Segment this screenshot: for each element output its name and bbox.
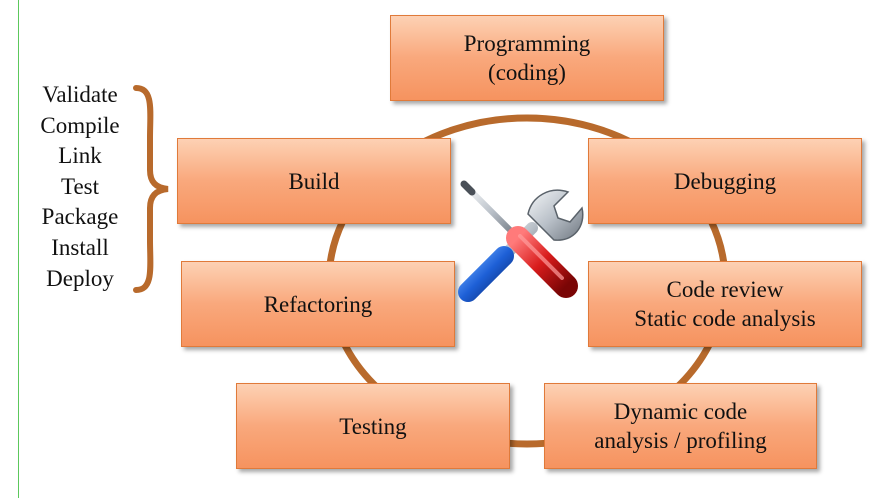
build-step: Build — [177, 138, 451, 224]
build-step-item: Validate — [42, 82, 118, 107]
wrench-screwdriver-icon — [458, 180, 584, 302]
refactoring-label: Refactoring — [263, 291, 373, 317]
debugging-step: Debugging — [588, 138, 862, 224]
build-step-item: Deploy — [46, 265, 114, 291]
debugging-label: Debugging — [673, 168, 777, 194]
programming-step: Programming (coding) — [390, 15, 664, 101]
dynamic-analysis-step: Dynamic code analysis / profiling — [544, 383, 817, 469]
testing-step: Testing — [236, 383, 510, 469]
curly-brace-icon — [133, 85, 169, 293]
build-step-item: Test — [61, 173, 99, 199]
left-border-line — [18, 0, 19, 498]
profiling-label: analysis / profiling — [594, 428, 767, 453]
build-label: Build — [288, 168, 340, 194]
build-step-item: Install — [51, 234, 109, 260]
code-review-step: Code review Static code analysis — [588, 261, 862, 347]
programming-label: Programming — [463, 31, 591, 56]
build-step-item: Compile — [40, 112, 120, 138]
build-step-item: Package — [41, 204, 119, 230]
testing-label: Testing — [339, 413, 407, 439]
dynamic-analysis-label: Dynamic code — [613, 399, 748, 424]
refactoring-step: Refactoring — [181, 261, 455, 347]
static-analysis-label: Static code analysis — [634, 306, 816, 331]
build-steps-list: Validate Compile Link Test Package Insta… — [28, 80, 132, 294]
build-step-item: Link — [58, 143, 102, 169]
code-review-label: Code review — [666, 277, 784, 302]
programming-sublabel: (coding) — [488, 60, 566, 85]
